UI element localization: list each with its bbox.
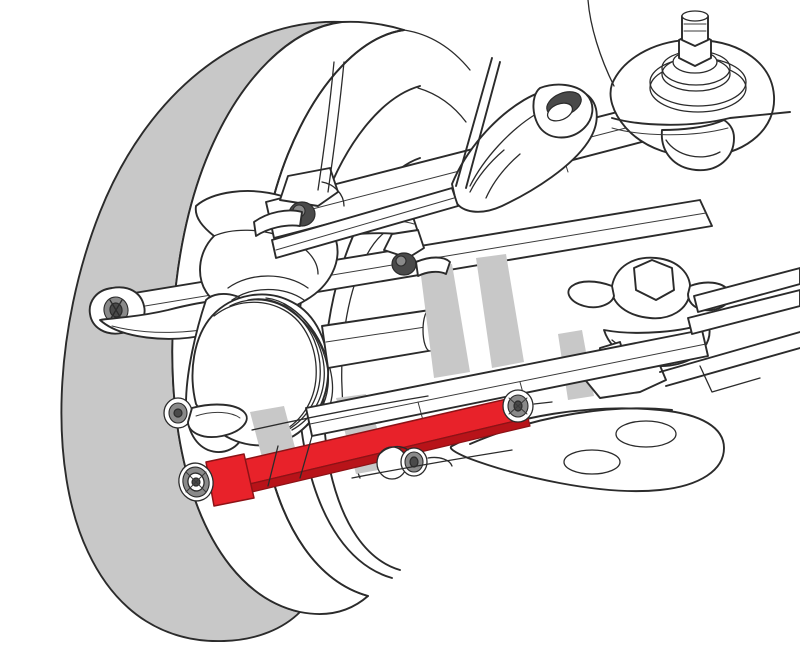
coil-spring-hint xyxy=(227,275,309,301)
toe-link-red[interactable] xyxy=(175,395,531,507)
axle-shaft xyxy=(321,308,438,369)
knuckle-top-joint xyxy=(253,167,345,237)
upper-control-arm xyxy=(271,57,598,259)
bushing-knuckle-lower xyxy=(163,397,248,438)
bushing-right xyxy=(502,389,553,423)
bushing-mid xyxy=(376,445,453,480)
brake-rotor xyxy=(403,29,471,123)
trailing-rods xyxy=(659,267,800,393)
upper-leader-rods xyxy=(317,61,345,193)
ball-joint xyxy=(587,0,791,171)
rear-lower-arm xyxy=(305,329,709,437)
toe-link-hotspot[interactable] xyxy=(180,392,540,512)
lower-structure-lines xyxy=(251,395,513,487)
axle-mid-joint xyxy=(383,229,451,277)
